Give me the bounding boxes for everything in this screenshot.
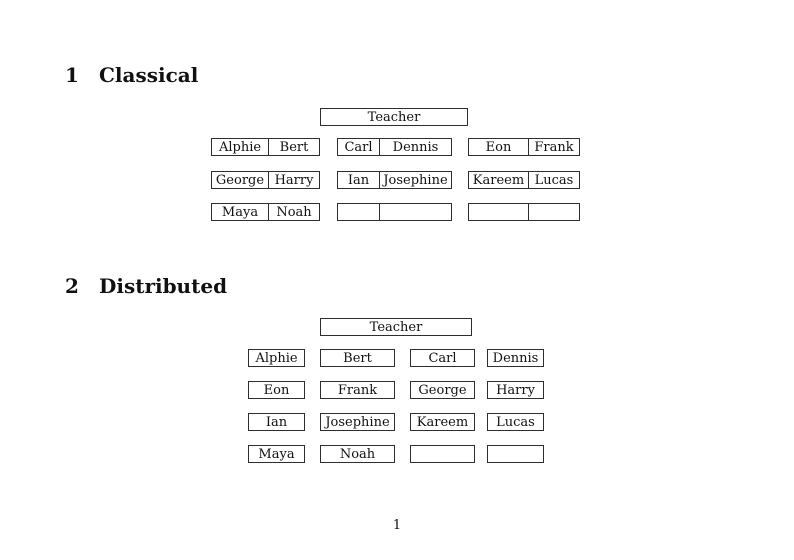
section-title: Distributed — [99, 274, 228, 298]
desk-box: Eon — [248, 381, 305, 399]
desk-seat — [469, 204, 529, 220]
desk-box: George — [410, 381, 475, 399]
desk-box: Harry — [487, 381, 544, 399]
desk-box: Kareem — [410, 413, 475, 431]
desk-seat: Eon — [469, 139, 529, 155]
desk-box: Lucas — [487, 413, 544, 431]
desk-pair-box — [337, 203, 452, 221]
desk-seat — [529, 204, 579, 220]
desk-box: Josephine — [320, 413, 395, 431]
desk-seat: George — [212, 172, 269, 188]
desk-seat — [380, 204, 451, 220]
desk-box — [410, 445, 475, 463]
desk-box: Alphie — [248, 349, 305, 367]
desk-seat: Dennis — [392, 139, 439, 155]
desk-pair-box: Carl Dennis — [337, 138, 452, 156]
section-number: 1 — [65, 63, 79, 87]
desk-seat: Alphie — [212, 139, 269, 155]
desk-seat: Harry — [274, 172, 314, 188]
teacher-box: Teacher — [320, 318, 472, 336]
section-heading-classical: 1 Classical — [65, 63, 198, 87]
desk-pair-box: Maya Noah — [211, 203, 320, 221]
page-number: 1 — [392, 518, 402, 533]
desk-pair-box — [468, 203, 580, 221]
desk-seat — [338, 204, 380, 220]
desk-box — [487, 445, 544, 463]
teacher-label: Teacher — [369, 319, 423, 335]
teacher-box: Teacher — [320, 108, 468, 126]
desk-pair-box: George Harry — [211, 171, 320, 189]
teacher-label: Teacher — [367, 109, 421, 125]
desk-box: Dennis — [487, 349, 544, 367]
desk-seat: Frank — [534, 139, 574, 155]
desk-seat: Lucas — [534, 172, 574, 188]
desk-box: Carl — [410, 349, 475, 367]
desk-box: Bert — [320, 349, 395, 367]
section-heading-distributed: 2 Distributed — [65, 274, 227, 298]
section-title: Classical — [99, 63, 199, 87]
desk-pair-box: Kareem Lucas — [468, 171, 580, 189]
desk-pair-box: Alphie Bert — [211, 138, 320, 156]
desk-box: Noah — [320, 445, 395, 463]
desk-seat: Bert — [279, 139, 309, 155]
desk-seat: Josephine — [383, 172, 448, 188]
desk-box: Frank — [320, 381, 395, 399]
desk-pair-box: Ian Josephine — [337, 171, 452, 189]
section-number: 2 — [65, 274, 79, 298]
desk-seat: Noah — [276, 204, 312, 220]
desk-seat: Carl — [338, 139, 380, 155]
desk-box: Ian — [248, 413, 305, 431]
desk-seat: Ian — [338, 172, 380, 188]
desk-pair-box: Eon Frank — [468, 138, 580, 156]
desk-box: Maya — [248, 445, 305, 463]
desk-seat: Kareem — [469, 172, 529, 188]
desk-seat: Maya — [212, 204, 269, 220]
